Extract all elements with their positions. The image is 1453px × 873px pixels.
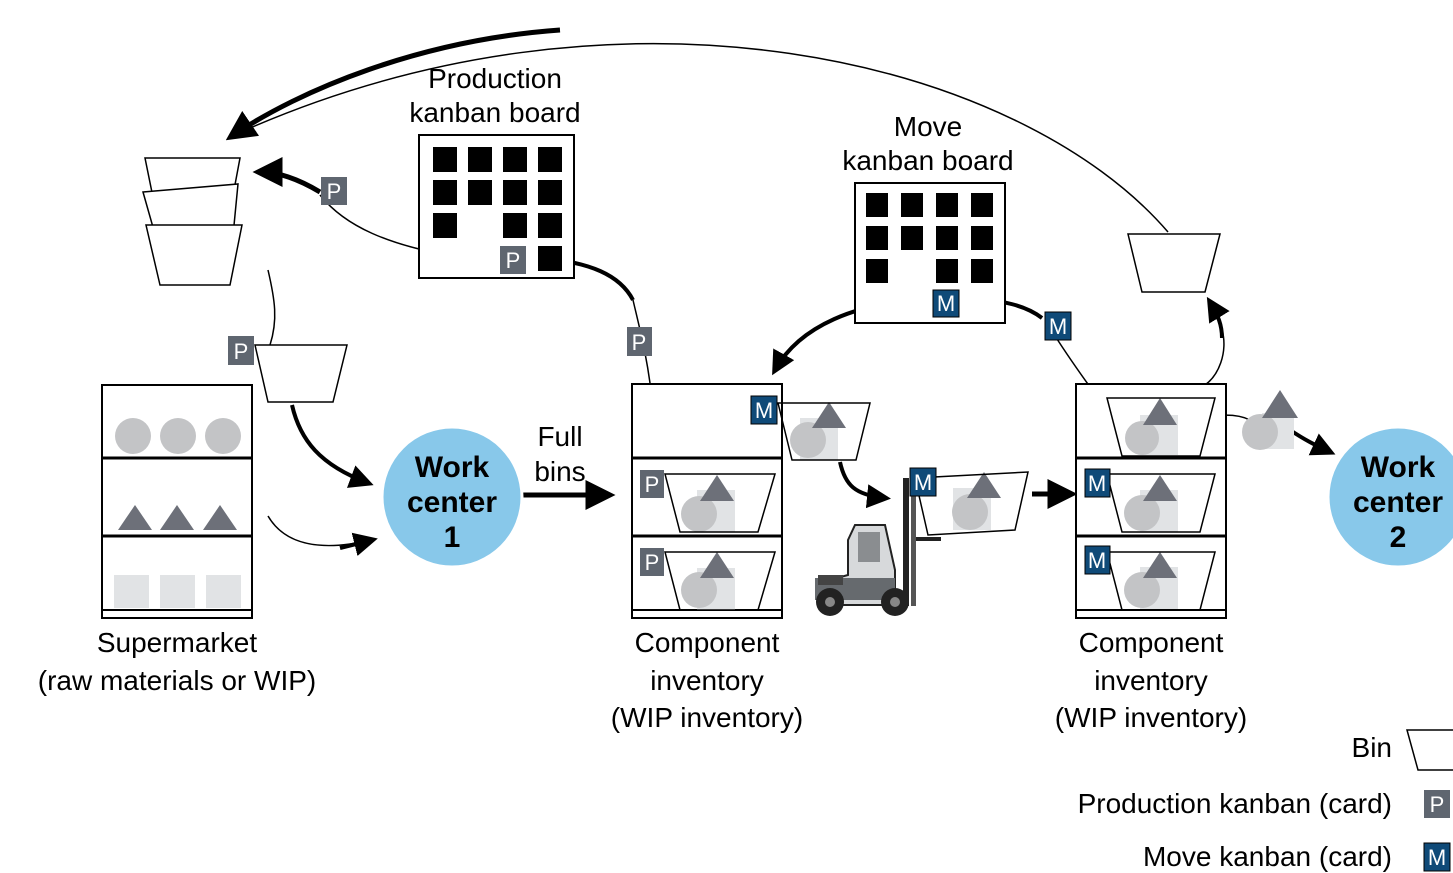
svg-text:2: 2 (1390, 521, 1407, 554)
supermarket-bin-to-work-center-1-arrow (290, 404, 374, 488)
svg-text:P: P (327, 179, 342, 204)
inventory-2-label-line-2: inventory (1094, 665, 1208, 696)
legend-move-kanban-label: Move kanban (card) (1143, 841, 1392, 872)
legend: Bin Production kanban (card) P Move kanb… (1078, 729, 1453, 872)
legend-production-kanban-label: Production kanban (card) (1078, 788, 1392, 819)
production-card-returning: P (321, 177, 347, 205)
svg-text:M: M (1088, 471, 1106, 496)
full-bins-label-line-1: Full (537, 421, 582, 452)
svg-text:M: M (914, 470, 932, 495)
inventory-1-bin-to-forklift-arrow (838, 461, 891, 509)
supermarket-bin (254, 344, 348, 403)
work-center-1: Work center 1 (380, 425, 524, 569)
forklift-icon (815, 478, 941, 616)
production-card-inventory-1: P (627, 327, 652, 356)
svg-text:P: P (234, 339, 249, 364)
legend-move-card-icon: M (1423, 842, 1451, 872)
svg-text:P: P (645, 472, 660, 497)
inventory-1-label-line-1: Component (635, 627, 780, 658)
supermarket-label-line-1: Supermarket (97, 627, 258, 658)
stacked-empty-bins (142, 157, 243, 286)
supermarket-label-line-2: (raw materials or WIP) (38, 665, 316, 696)
legend-production-card-icon: P (1424, 790, 1450, 818)
inventory-2-label-line-3: (WIP inventory) (1055, 702, 1247, 733)
production-kanban-board: Production kanban board P (409, 63, 581, 279)
svg-text:M: M (1049, 314, 1067, 339)
parts-to-work-center-2 (1242, 390, 1298, 450)
svg-text:P: P (506, 248, 521, 273)
svg-text:M: M (755, 398, 773, 423)
parts-to-work-center-2-arrow (1288, 428, 1336, 456)
legend-bin-label: Bin (1352, 732, 1392, 763)
component-inventory-2-shelves: M M (1075, 383, 1227, 619)
svg-text:Work: Work (415, 451, 490, 484)
inventory-2-to-empty-bin-arrow (1206, 296, 1230, 339)
supermarket-to-work-center-1-arrow (267, 515, 373, 547)
move-board-title-line-1: Move (894, 111, 962, 142)
supermarket-to-work-center-1-arrow-head (339, 532, 378, 557)
move-board-title-line-2: kanban board (842, 145, 1013, 176)
return-bin-arc-arrow (231, 42, 1169, 233)
work-center-2: Work center 2 (1326, 425, 1453, 569)
legend-bin-icon (1406, 729, 1453, 771)
svg-text:P: P (645, 550, 660, 575)
production-board-title-line-2: kanban board (409, 97, 580, 128)
inventory-2-to-empty-bin-line (1199, 329, 1225, 389)
supermarket-shelves (101, 384, 253, 619)
svg-text:1: 1 (444, 521, 461, 554)
svg-text:P: P (632, 330, 647, 355)
svg-text:M: M (1088, 548, 1106, 573)
move-kanban-board: Move kanban board M (842, 111, 1014, 324)
full-bins-label-line-2: bins (534, 456, 585, 487)
p-card-to-stacked-bins-arrow-head (252, 157, 322, 195)
inventory-1-label-line-3: (WIP inventory) (611, 702, 803, 733)
inventory-2-label-line-1: Component (1079, 627, 1224, 658)
svg-text:M: M (937, 291, 955, 316)
stacked-bins-to-supermarket-bin-line (267, 269, 276, 346)
svg-text:Work: Work (1361, 451, 1436, 484)
return-bin-arc-arrow-thick (225, 27, 561, 141)
svg-text:center: center (1353, 486, 1443, 519)
production-board-title-line-1: Production (428, 63, 562, 94)
bin-on-forklift: M (909, 467, 1029, 536)
inventory-1-label-line-2: inventory (650, 665, 764, 696)
move-card-returning: M (1044, 311, 1072, 341)
svg-text:P: P (1430, 792, 1445, 817)
svg-text:M: M (1428, 845, 1446, 870)
component-inventory-1-shelves: P P (631, 383, 783, 619)
production-card-supermarket: P (228, 336, 254, 365)
bin-leaving-inventory-1: M (750, 395, 871, 461)
empty-bin-right (1127, 233, 1221, 293)
svg-text:center: center (407, 486, 497, 519)
